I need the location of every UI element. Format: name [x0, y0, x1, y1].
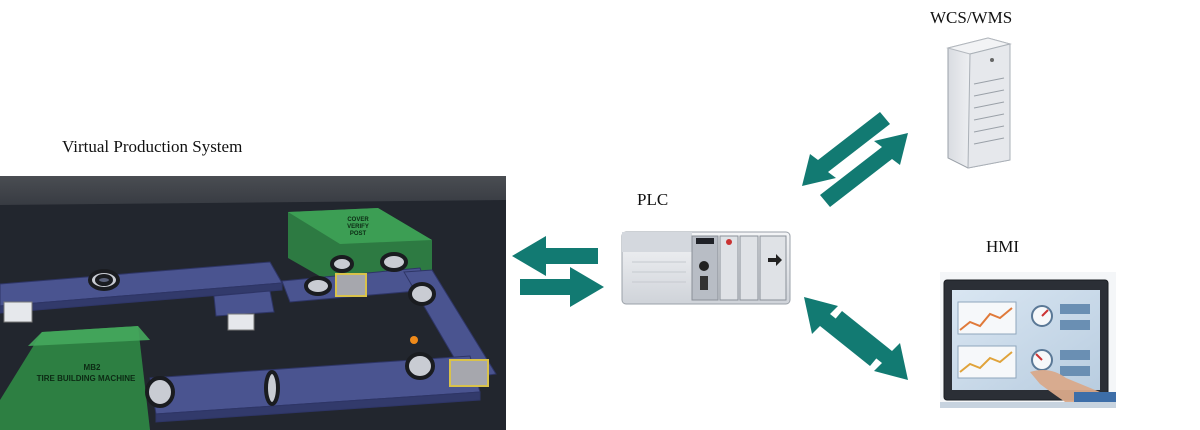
tires: [88, 252, 436, 408]
plc-device: [621, 231, 791, 305]
cover-verify-post-line1: COVER: [347, 217, 369, 223]
machine-label-line1: MB2: [84, 363, 101, 372]
virtual-production-system-label: Virtual Production System: [62, 137, 243, 156]
plc-label: PLC: [637, 190, 669, 209]
arrow-right: [520, 267, 604, 307]
arrow-left: [512, 236, 598, 276]
wcs-wms-label: WCS/WMS: [930, 8, 1013, 27]
arrow-to-hmi-from-plc: [832, 311, 908, 380]
arrow-to-plc-from-hmi: [804, 297, 880, 366]
hmi-panel: [940, 272, 1116, 408]
hmi-label: HMI: [986, 237, 1020, 256]
cover-verify-post-line2: VERIFY: [347, 224, 369, 230]
cover-verify-post-line3: POST: [350, 231, 367, 237]
arrows-plc-hmi: [804, 297, 908, 380]
arrows-plc-wcs: [802, 112, 908, 207]
wcs-wms-server: [946, 37, 1012, 169]
indicator-marker: [410, 336, 418, 344]
machine-label-line2: TIRE BUILDING MACHINE: [37, 374, 136, 383]
tire-building-machine-zone: MB2 TIRE BUILDING MACHINE: [0, 326, 150, 430]
arrow-to-wcs-from-plc: [820, 133, 908, 207]
arrows-scene-plc: [512, 236, 604, 307]
arrow-to-plc-from-wcs: [802, 112, 890, 186]
virtual-production-scene: COVER VERIFY POST MB2 TIRE BUILDING MACH…: [0, 176, 506, 430]
